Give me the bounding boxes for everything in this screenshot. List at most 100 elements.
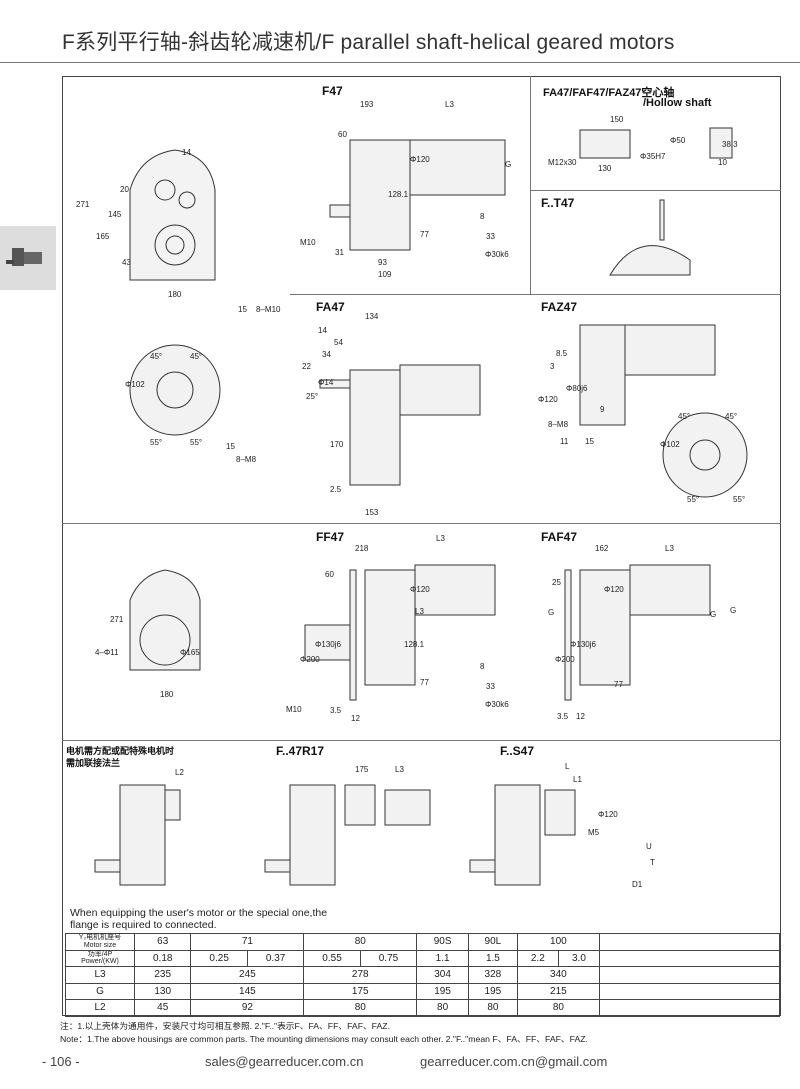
dimension-label: 165 [96,232,110,241]
dimension-label: 2.5 [330,485,342,494]
section-ff47: FF47 [316,530,345,544]
dimension-label: 55° [150,438,163,447]
dimension-label: 3.5 [557,712,569,721]
dimension-label: 25 [552,578,561,587]
cell: 80 [468,999,518,1017]
title-rule [0,62,800,63]
dimension-label: 31 [335,248,344,257]
dimension-label: 12 [576,712,585,721]
dimension-label: Φ120 [598,810,618,819]
dimension-label: 10 [718,158,727,167]
cell: 90L [468,933,518,951]
dimension-label: 55° [190,438,203,447]
dimension-label: 55° [733,495,746,504]
section-fa47: FA47 [316,300,345,314]
dimension-label: 45° [190,352,203,361]
hollow-shaft [579,127,733,159]
dimension-label: M12x30 [548,158,577,167]
dimension-label: Φ165 [180,648,200,657]
section-fs47: F..S47 [500,744,535,758]
divider [290,294,781,295]
email-gmail[interactable]: gearreducer.com.cn@gmail.com [420,1054,608,1069]
dimension-label: M10 [300,238,316,247]
dimension-label: Φ30k6 [485,700,509,709]
flange-note-cn-2: 需加联接法兰 [66,758,121,768]
dimension-label: 8 [480,212,485,221]
cell: 100 [516,933,601,951]
cell: 175 [303,982,418,1000]
divider [62,523,781,524]
dimension-label: 3.5 [330,706,342,715]
dimension-label: 271 [76,200,90,209]
dimension-label: L3 [395,765,404,774]
dimension-label: Φ35H7 [640,152,666,161]
dimension-label: 45° [725,412,738,421]
empty-cell [599,949,780,967]
dimension-label: 54 [334,338,343,347]
dimension-label: 15 [226,442,235,451]
empty-cell [599,999,780,1017]
row-header: Y₂电机机座号 [78,934,122,942]
dimension-label: 55° [687,495,700,504]
dimension-label: U [646,842,652,851]
dimension-label: G [730,606,737,615]
note-cn: 注：1.以上壳体为通用件，安装尺寸均可相互参照. 2."F.."表示F、FA、F… [60,1021,391,1031]
ff47-faf47 [129,564,711,701]
section-hollow: FA47/FAF47/FAZ47空心轴 [543,87,675,99]
cell: 304 [416,966,470,984]
dimension-label: 20 [120,185,129,194]
cell: 195 [416,982,470,1000]
dimension-label: 77 [614,680,623,689]
dimension-label: Φ200 [300,655,320,664]
dimension-label: 77 [420,678,429,687]
cell: 80 [516,999,601,1017]
dimension-label: G [505,160,512,169]
dimension-label: T [650,858,655,867]
email-sales[interactable]: sales@gearreducer.com.cn [205,1054,364,1069]
cell: 0.37 [246,949,305,967]
dimension-label: L3 [445,100,454,109]
dimension-label: 14 [318,326,327,335]
dimension-label: Φ102 [660,440,680,449]
empty-cell [599,966,780,984]
fa47-flange-views [129,324,748,498]
dimension-label: Φ102 [125,380,145,389]
dimension-label: Φ130j6 [570,640,596,649]
cell: 80 [303,933,418,951]
dimension-label: 128.1 [388,190,409,199]
cell: 215 [516,982,601,1000]
dimension-label: L3 [436,534,445,543]
cell: 340 [516,966,601,984]
row-header: G [65,982,135,1000]
dimension-label: 15 [238,305,247,314]
dimension-label: 60 [325,570,334,579]
flange-note-en: When equipping the user's motor or the s… [70,907,328,931]
dimension-label: Φ120 [538,395,558,404]
dimension-label: Φ14 [318,378,334,387]
bottom-row [94,784,576,886]
cell: 245 [190,966,305,984]
dimension-label: Φ200 [555,655,575,664]
dimension-label: 130 [598,164,612,173]
dimension-label: 193 [360,100,374,109]
cell: 0.55 [303,949,361,967]
dimension-label: G [710,610,717,619]
dimension-label: D1 [632,880,643,889]
dimension-label: 34 [322,350,331,359]
dimension-label: 8–M8 [236,455,257,464]
cell: 1.5 [468,949,518,967]
cell: 80 [303,999,418,1017]
cell: 0.25 [190,949,248,967]
dimension-label: 271 [110,615,124,624]
dimension-label: 218 [355,544,369,553]
dimension-label: 3 [550,362,555,371]
section-faz47: FAZ47 [541,300,578,314]
dimension-label: Φ30k6 [485,250,509,259]
dimension-label: 38.3 [722,140,738,149]
dimension-label: Φ80j6 [566,384,588,393]
